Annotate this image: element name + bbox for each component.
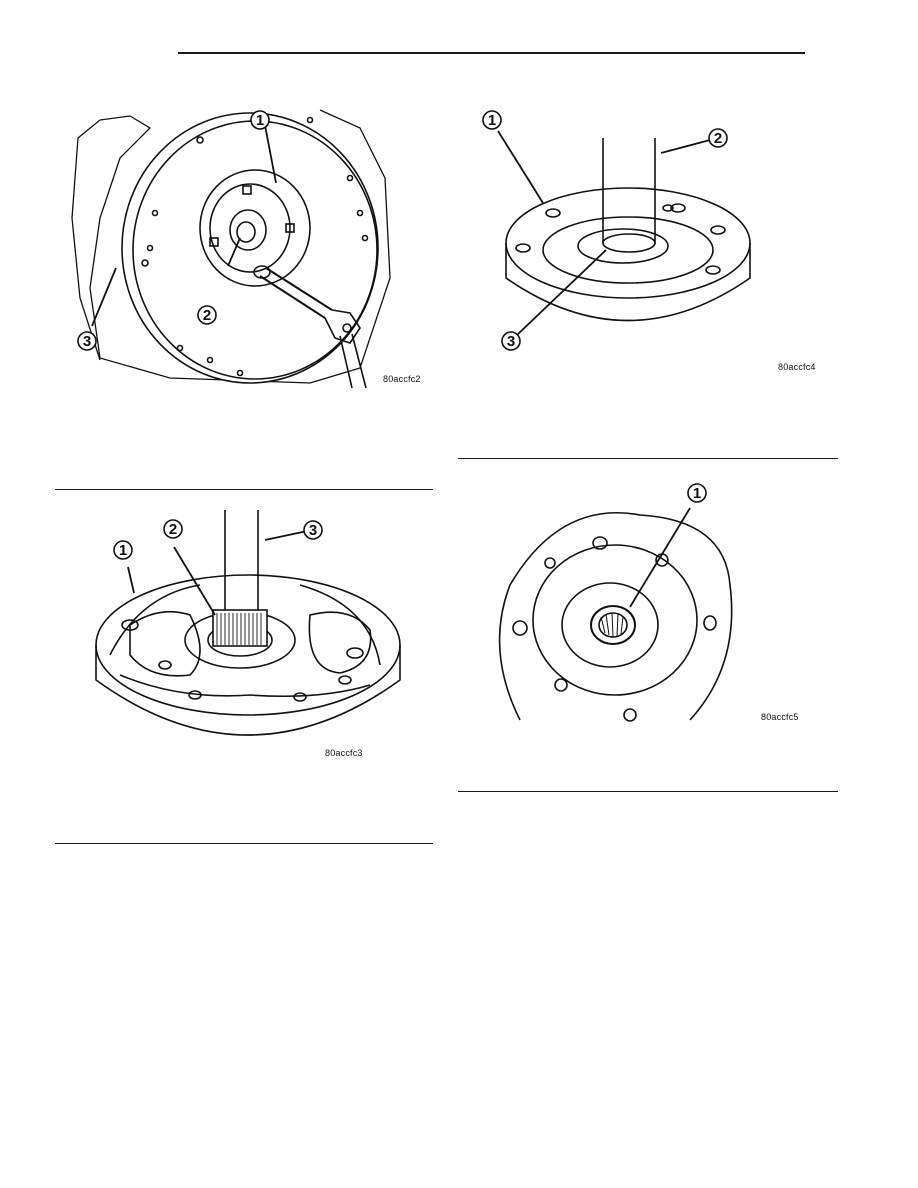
header-rule <box>178 52 805 54</box>
figure-code: 80accfc5 <box>761 712 799 722</box>
separator-rule-left-1 <box>55 489 433 490</box>
callout-group: 1 2 3 <box>482 110 728 351</box>
callout-1: 1 <box>119 542 127 559</box>
separator-rule-right-2 <box>458 791 838 792</box>
callout-3: 3 <box>83 333 91 350</box>
callout-1: 1 <box>256 112 264 129</box>
seal-installer-illustration: 1 2 3 <box>482 110 751 351</box>
flexplate-illustration: 1 2 3 <box>71 109 391 389</box>
callout-group: 2 1 3 <box>113 519 323 560</box>
callout-group: 1 <box>687 483 707 503</box>
callout-1: 1 <box>488 112 496 129</box>
figure-bearing-flange: 1 80accfc5 <box>490 475 820 730</box>
callout-1: 1 <box>693 485 701 502</box>
figure-bushing-installer: 2 1 3 80accfc3 <box>80 505 410 770</box>
callout-3: 3 <box>507 333 515 350</box>
bearing-flange-illustration: 1 <box>498 483 733 722</box>
callout-2: 2 <box>169 521 177 538</box>
callout-2: 2 <box>203 307 211 324</box>
figure-code: 80accfc4 <box>778 362 816 372</box>
separator-rule-left-2 <box>55 843 433 844</box>
figure-code: 80accfc2 <box>383 374 421 384</box>
separator-rule-right-1 <box>458 458 838 459</box>
callout-2: 2 <box>714 130 722 147</box>
figure-code: 80accfc3 <box>325 748 363 758</box>
figure-flexplate-bolts: 1 2 3 80accfc2 <box>60 98 420 398</box>
figure-seal-installer: 1 2 3 80accfc4 <box>478 98 818 388</box>
callout-3: 3 <box>309 522 317 539</box>
bushing-installer-illustration: 2 1 3 <box>95 510 401 736</box>
callout-group: 1 2 3 <box>77 110 270 351</box>
